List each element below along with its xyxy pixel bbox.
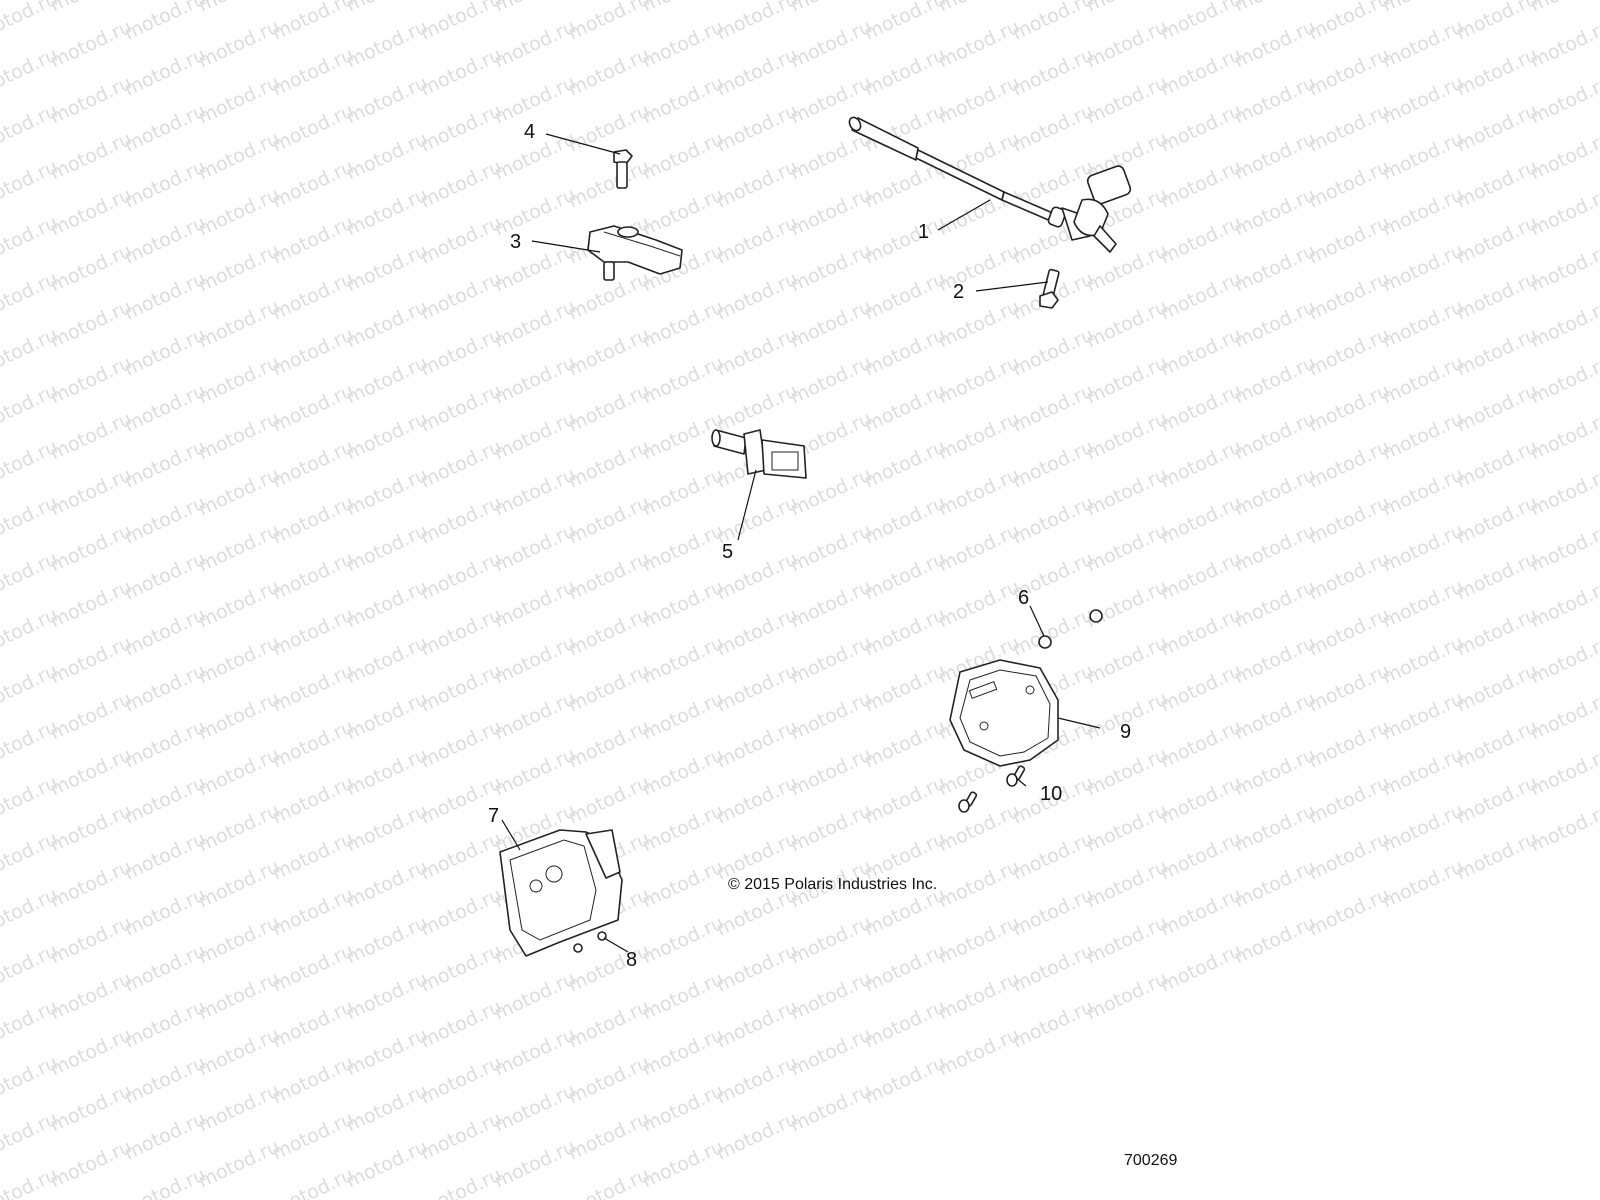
copyright-notice: © 2015 Polaris Industries Inc. (728, 876, 938, 893)
callout-9[interactable]: 9 (1120, 721, 1131, 743)
callout-10[interactable]: 10 (1040, 783, 1062, 805)
callout-7[interactable]: 7 (488, 805, 499, 827)
part-2-bolt[interactable] (1039, 268, 1060, 309)
callout-8[interactable]: 8 (626, 949, 637, 971)
part-3-map-sensor[interactable] (587, 225, 683, 281)
part-6-nut[interactable] (1038, 609, 1103, 649)
callout-1[interactable]: 1 (918, 221, 929, 243)
callout-5[interactable]: 5 (722, 541, 733, 563)
part-4-bolt[interactable] (613, 149, 633, 189)
callouts: 1 2 3 4 5 6 7 8 9 10 (488, 121, 1131, 971)
leader-lines (501, 133, 1101, 953)
callout-2[interactable]: 2 (953, 281, 964, 303)
callout-6[interactable]: 6 (1018, 587, 1029, 609)
figure-id: 700269 (1124, 1152, 1178, 1169)
part-7-ecu[interactable] (499, 829, 623, 957)
callout-4[interactable]: 4 (524, 121, 535, 143)
part-9-ecu-bracket[interactable] (949, 659, 1059, 767)
part-1-sensor-cable[interactable] (847, 115, 1132, 253)
callout-3[interactable]: 3 (510, 231, 521, 253)
part-5-temp-sensor[interactable] (711, 429, 807, 479)
part-10-screw[interactable] (958, 765, 1026, 813)
